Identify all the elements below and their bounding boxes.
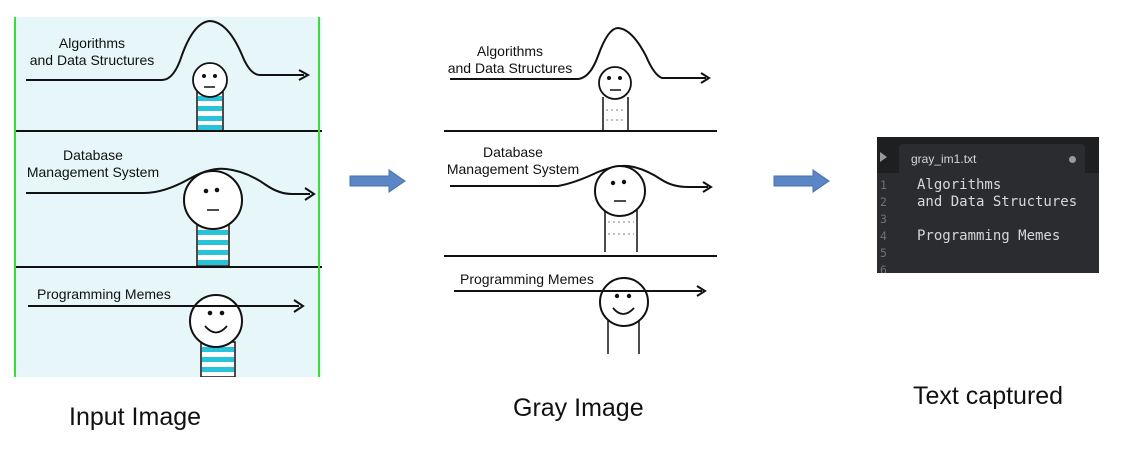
input-row1-label: Algorithms and Data Structures xyxy=(24,35,160,69)
gray-image-caption: Gray Image xyxy=(513,394,644,422)
gray-image-panel xyxy=(440,20,720,360)
sidebar-toggle-icon[interactable] xyxy=(880,152,887,162)
code-line xyxy=(917,211,1077,228)
editor-tab-title: gray_im1.txt xyxy=(911,152,977,166)
code-line: and Data Structures xyxy=(917,194,1078,210)
code-line xyxy=(917,262,1077,273)
gray-row2-line1: Database xyxy=(483,144,543,160)
input-row3-line1: Programming Memes xyxy=(37,286,171,302)
input-row2-line2: Management System xyxy=(26,164,160,180)
code-line: Programming Memes xyxy=(917,228,1061,244)
line-number: 1 xyxy=(880,178,887,192)
gray-row2-label: Database Management System xyxy=(440,144,586,178)
flow-arrow-2 xyxy=(773,169,830,193)
text-editor-window: gray_im1.txt 1 2 3 4 5 6 Algorithms and … xyxy=(877,137,1099,273)
gray-row1-line2: and Data Structures xyxy=(447,60,573,76)
editor-gutter: 1 2 3 4 5 6 xyxy=(877,177,897,273)
unsaved-dot-icon[interactable] xyxy=(1069,156,1076,163)
gray-row1-label: Algorithms and Data Structures xyxy=(440,43,580,77)
gray-row1-line1: Algorithms xyxy=(476,43,544,59)
line-number: 3 xyxy=(880,212,887,226)
code-line: Algorithms xyxy=(917,177,1002,193)
gray-row2-line2: Management System xyxy=(446,161,580,177)
line-number: 2 xyxy=(880,195,887,209)
line-number: 6 xyxy=(880,263,887,273)
gray-row3-label: Programming Memes xyxy=(460,271,594,288)
input-image-caption: Input Image xyxy=(69,403,202,431)
input-row3-label: Programming Memes xyxy=(37,286,171,303)
editor-tab[interactable]: gray_im1.txt xyxy=(899,144,1085,173)
code-line xyxy=(917,245,1077,262)
input-row2-label: Database Management System xyxy=(16,147,170,181)
input-image-panel xyxy=(14,17,322,377)
gray-row3-line1: Programming Memes xyxy=(460,271,594,287)
input-row1-line2: and Data Structures xyxy=(29,52,155,68)
line-number: 4 xyxy=(880,229,887,243)
editor-text-area[interactable]: Algorithms and Data Structures Programmi… xyxy=(917,177,1077,273)
line-number: 5 xyxy=(880,246,887,260)
flow-arrow-1 xyxy=(349,169,406,193)
input-row2-line1: Database xyxy=(63,147,123,163)
input-row1-line1: Algorithms xyxy=(58,35,126,51)
editor-tab-bar: gray_im1.txt xyxy=(877,137,1099,173)
text-captured-caption: Text captured xyxy=(913,382,1064,410)
